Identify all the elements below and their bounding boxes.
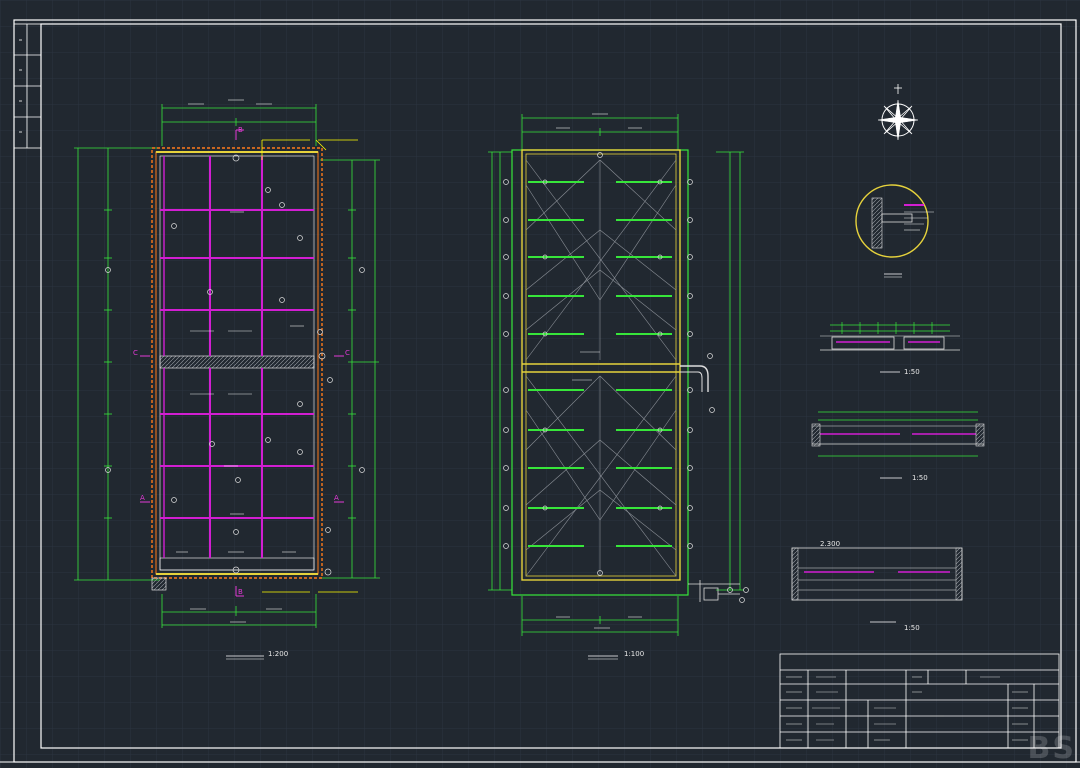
right-plan xyxy=(488,113,749,660)
section-c xyxy=(820,322,960,373)
section-mark-c-left: C xyxy=(133,349,138,357)
left-plan xyxy=(74,99,380,660)
section-a-scale: 1:50 xyxy=(904,624,920,632)
section-mark-b-bottom: B xyxy=(238,588,243,596)
section-mark-a-right: A xyxy=(334,494,339,502)
section-b-scale: 1:50 xyxy=(912,474,928,482)
watermark: BS xyxy=(1027,731,1076,766)
left-plan-scale: 1:200 xyxy=(268,650,289,658)
title-block xyxy=(779,653,1060,749)
section-c-scale: 1:50 xyxy=(904,368,920,376)
section-mark-c-right: C xyxy=(345,349,350,357)
section-mark-a-left: A xyxy=(140,494,145,502)
section-mark-b-top: B xyxy=(238,126,243,134)
section-a xyxy=(791,547,963,623)
drawing-border xyxy=(0,19,1080,763)
detail-circle xyxy=(855,184,934,278)
detail-elevation: 2.300 xyxy=(820,540,841,548)
north-arrow-icon xyxy=(877,84,919,141)
right-plan-scale: 1:100 xyxy=(624,650,645,658)
revision-strip xyxy=(13,23,42,149)
section-b xyxy=(811,411,985,479)
